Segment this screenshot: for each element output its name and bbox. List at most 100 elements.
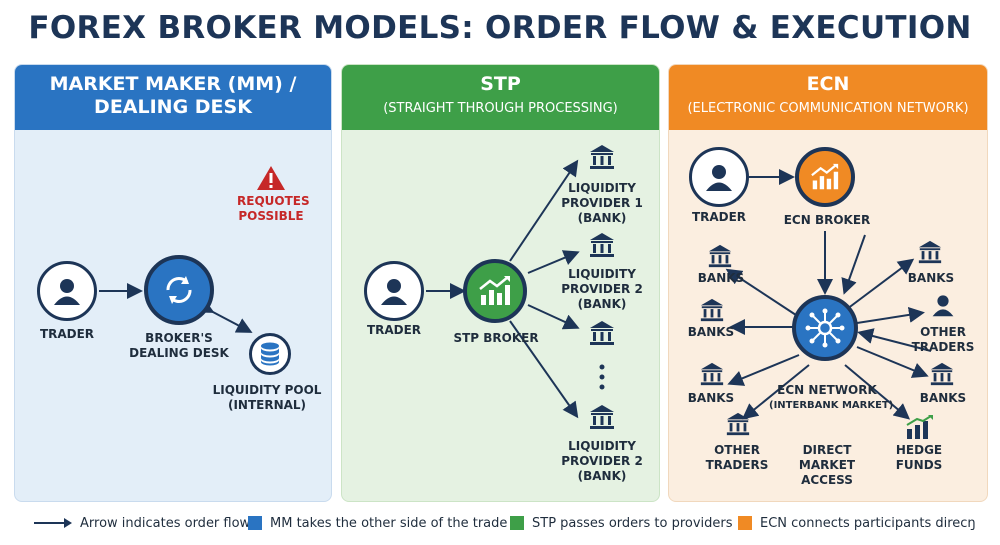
lp2-line2: PROVIDER 2: [561, 282, 643, 296]
growth-chart-icon: [479, 276, 510, 305]
legend-ecn: ECN connects participants direcŋ: [738, 512, 976, 534]
stp-to-lp3-arrow: [509, 320, 579, 419]
liquidity-provider-3-label: LIQUIDITY PROVIDER 2 (BANK): [556, 439, 648, 484]
other-traders-right-label: OTHER TRADERS: [907, 325, 979, 355]
direct-market-access-label: DIRECT MARKET ACCESS: [787, 443, 867, 488]
person-icon: [706, 165, 732, 191]
ecn-broker-label: ECN BROKER: [783, 213, 871, 227]
mm-trader-node: [37, 261, 97, 321]
lp1-line1: LIQUIDITY: [568, 181, 636, 195]
banks-tr-to-network-arrow: [841, 234, 866, 295]
bank-icon: [707, 243, 733, 273]
market-maker-title-line2: DEALING DESK: [94, 96, 252, 118]
page-title: FOREX BROKER MODELS: ORDER FLOW & EXECUT…: [28, 10, 972, 46]
legend-ecn-text: ECN connects participants direcŋ: [760, 515, 976, 531]
lp2-line3: (BANK): [577, 297, 627, 311]
person-icon: [931, 293, 955, 321]
market-maker-title-line1: MARKET MAKER (MM) /: [49, 73, 297, 95]
ecn-trader-label: TRADER: [691, 210, 747, 224]
dma-line3: ACCESS: [801, 473, 853, 487]
lp2-line1: LIQUIDITY: [568, 267, 636, 281]
banks-bottom-left-label: BANKS: [687, 391, 735, 405]
ecn-header: ECN (ELECTRONIC COMMUNICATION NETWORK): [669, 65, 987, 130]
bank-icon: [699, 361, 725, 391]
mm-trader-label: TRADER: [39, 327, 95, 341]
other-traders-bottom-label: OTHER TRADERS: [701, 443, 773, 473]
ecn-network-label: ECN NETWORK (INTERBANK MARKET): [769, 383, 894, 413]
liquidity-pool-line1: LIQUIDITY POOL: [212, 383, 322, 397]
growth-chart-icon: [811, 163, 839, 190]
banks-top-left-label: BANKS: [697, 271, 745, 285]
person-icon: [381, 279, 407, 305]
other-traders-right-line2: TRADERS: [911, 340, 975, 354]
stp-header: STP (STRAIGHT THROUGH PROCESSING): [342, 65, 659, 130]
lp3-line1: LIQUIDITY: [568, 439, 636, 453]
dealing-desk-node: [144, 255, 214, 325]
dma-line2: MARKET: [798, 458, 856, 472]
other-traders-bottom-line2: TRADERS: [705, 458, 769, 472]
desk-pool-arrow: [196, 298, 253, 333]
ecn-network-line2: (INTERBANK MARKET): [769, 400, 894, 411]
legend-stp-text: STP passes orders to providers: [532, 515, 733, 531]
stp-to-lp2-arrow: [527, 250, 580, 274]
requotes-warning: REQUOTES POSSIBLE: [237, 194, 310, 224]
stp-broker-label: STP BROKER: [453, 331, 539, 345]
database-icon: [261, 342, 279, 366]
stp-broker-node: [463, 259, 527, 323]
network-to-other-traders-b-arrow: [741, 364, 810, 420]
hedge-funds-line1: HEDGE: [895, 443, 943, 457]
legend-stp: STP passes orders to providers: [510, 512, 733, 534]
ecn-subtitle: (ELECTRONIC COMMUNICATION NETWORK): [687, 101, 969, 116]
network-to-banks-tr-arrow: [846, 258, 915, 310]
legend-order-flow: Arrow indicates order flow: [34, 512, 250, 534]
refresh-icon: [166, 276, 192, 304]
ecn-network-line1: ECN NETWORK: [777, 383, 877, 397]
more-providers-dots: [598, 363, 606, 397]
market-maker-panel: MARKET MAKER (MM) / DEALING DESK REQUOTE…: [14, 64, 332, 502]
liquidity-provider-1-label: LIQUIDITY PROVIDER 1 (BANK): [556, 181, 648, 226]
bank-icon: [588, 403, 616, 435]
stp-trader-label: TRADER: [366, 323, 422, 337]
network-to-banks-bl-arrow: [727, 354, 800, 386]
requotes-line2: POSSIBLE: [238, 209, 304, 223]
other-traders-to-network-arrow: [857, 328, 932, 352]
banks-top-right-label: BANKS: [907, 271, 955, 285]
market-maker-flow-arrows: [99, 283, 253, 333]
stp-panel: STP (STRAIGHT THROUGH PROCESSING) TRADER: [341, 64, 660, 502]
ecn-broker-node: [795, 147, 855, 207]
lp1-line3: (BANK): [577, 211, 627, 225]
network-hub-icon: [805, 308, 845, 348]
legend-order-flow-text: Arrow indicates order flow: [80, 515, 251, 531]
liquidity-provider-2-label: LIQUIDITY PROVIDER 2 (BANK): [556, 267, 648, 312]
liquidity-pool-node: [249, 333, 291, 375]
ecn-swatch: [738, 516, 752, 530]
bank-icon: [588, 143, 616, 175]
ecn-network-node: [792, 295, 858, 361]
ecn-flow-arrows: [725, 169, 932, 420]
stp-subtitle: (STRAIGHT THROUGH PROCESSING): [383, 101, 618, 116]
stp-title: STP: [480, 73, 521, 95]
market-maker-swatch: [248, 516, 262, 530]
stp-to-lp1-arrow: [509, 159, 579, 262]
lp3-line3: (BANK): [577, 469, 627, 483]
market-maker-header: MARKET MAKER (MM) / DEALING DESK: [15, 65, 331, 130]
network-to-hedge-funds-arrow: [844, 364, 911, 420]
stp-swatch: [510, 516, 524, 530]
liquidity-pool-label: LIQUIDITY POOL (INTERNAL): [211, 383, 323, 413]
network-to-banks-tl-arrow: [725, 268, 800, 318]
dealing-desk-line1: BROKER'S: [145, 331, 213, 345]
network-to-other-traders-r-arrow: [856, 306, 925, 324]
other-traders-bottom-line1: OTHER: [714, 443, 760, 457]
bank-icon: [588, 319, 616, 351]
hedge-funds-line2: FUNDS: [895, 458, 943, 472]
dealing-desk-line2: DEALING DESK: [129, 346, 229, 360]
bank-icon: [929, 361, 955, 391]
legend-market-maker: MM takes the other side of the trade: [248, 512, 507, 534]
network-to-banks-br-arrow: [856, 346, 929, 378]
ecn-panel: ECN (ELECTRONIC COMMUNICATION NETWORK) T…: [668, 64, 988, 502]
ecn-trader-node: [689, 147, 749, 207]
person-icon: [54, 279, 80, 305]
banks-mid-left-label: BANKS: [687, 325, 735, 339]
dealing-desk-label: BROKER'S DEALING DESK: [127, 331, 231, 361]
legend-market-maker-text: MM takes the other side of the trade: [270, 515, 508, 531]
